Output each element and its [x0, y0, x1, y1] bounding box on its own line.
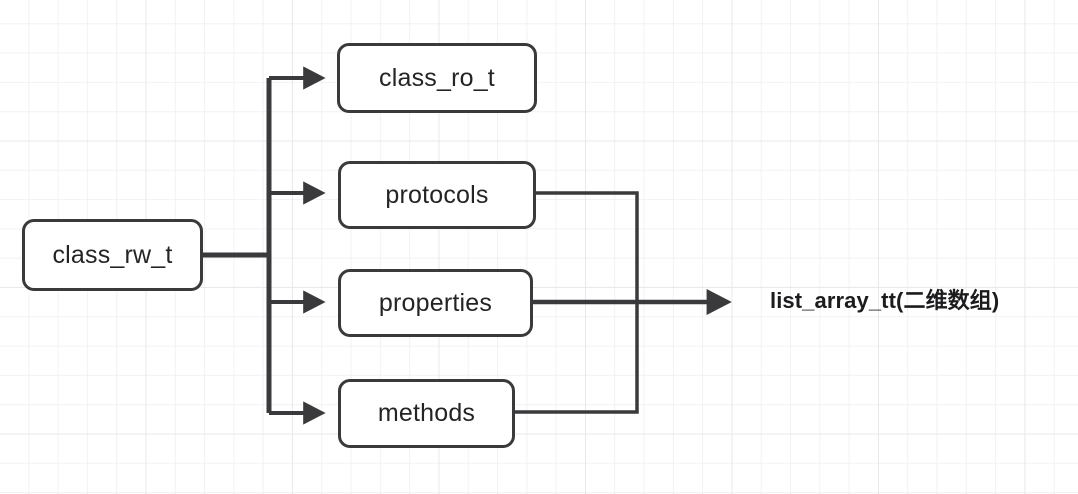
node-methods[interactable]: methods [338, 379, 515, 448]
node-methods-label: methods [377, 399, 476, 427]
node-class-ro-t-label: class_ro_t [379, 63, 495, 92]
edge-class-rw-t-trunk [203, 78, 272, 413]
output-label-list-array-tt: list_array_tt(二维数组) [770, 288, 1000, 313]
edge-methods-to-output [515, 302, 639, 414]
node-properties[interactable]: properties [338, 269, 533, 337]
node-class-rw-t[interactable]: class_rw_t [22, 219, 203, 291]
node-class-ro-t[interactable]: class_ro_t [337, 43, 537, 113]
node-protocols[interactable]: protocols [338, 161, 536, 229]
node-class-rw-t-label: class_rw_t [52, 240, 173, 269]
node-protocols-label: protocols [385, 180, 489, 209]
edge-protocols-to-output [536, 191, 639, 302]
node-properties-label: properties [378, 288, 493, 317]
